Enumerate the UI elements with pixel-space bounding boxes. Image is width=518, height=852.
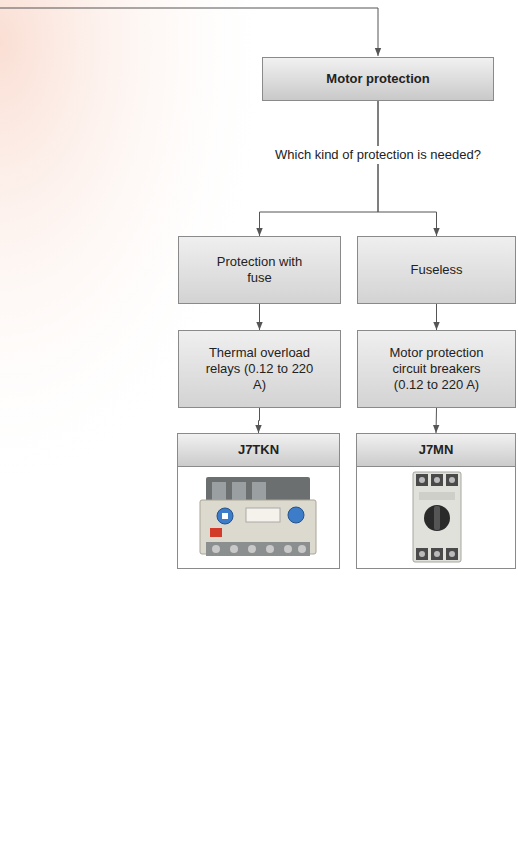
- box-text: Motor protection: [326, 71, 429, 87]
- flow-arrow: [436, 408, 438, 433]
- device-type-box: Thermal overload relays (0.12 to 220 A): [178, 330, 341, 408]
- flow-arrow: [260, 101, 379, 236]
- thermal-relay-picture: [200, 477, 316, 556]
- box-text: Fuseless: [410, 262, 462, 278]
- choice-box: Fuseless: [357, 236, 516, 304]
- product-box: J7TKN: [177, 433, 340, 569]
- box-text: J7TKN: [178, 434, 339, 467]
- product-panel: [177, 466, 340, 568]
- flow-arrow: [259, 304, 260, 330]
- choice-box: Protection with fuse: [178, 236, 341, 304]
- question-label: Which kind of protection is needed?: [272, 146, 484, 164]
- flow-arrow: [378, 101, 437, 236]
- box-text: J7MN: [357, 434, 515, 467]
- flow-arrow: [259, 408, 260, 433]
- start-box: Motor protection: [262, 57, 494, 101]
- device-type-box: Motor protection circuit breakers (0.12 …: [357, 330, 516, 408]
- box-text: Protection with fuse: [215, 254, 305, 286]
- flow-arrow: [436, 304, 437, 330]
- circuit-breaker-picture: [413, 472, 461, 562]
- box-text: Motor protection circuit breakers (0.12 …: [378, 345, 496, 393]
- product-box: J7MN: [356, 433, 516, 569]
- incoming-line: [0, 8, 378, 56]
- product-panel: [356, 466, 516, 568]
- box-text: Thermal overload relays (0.12 to 220 A): [201, 345, 319, 393]
